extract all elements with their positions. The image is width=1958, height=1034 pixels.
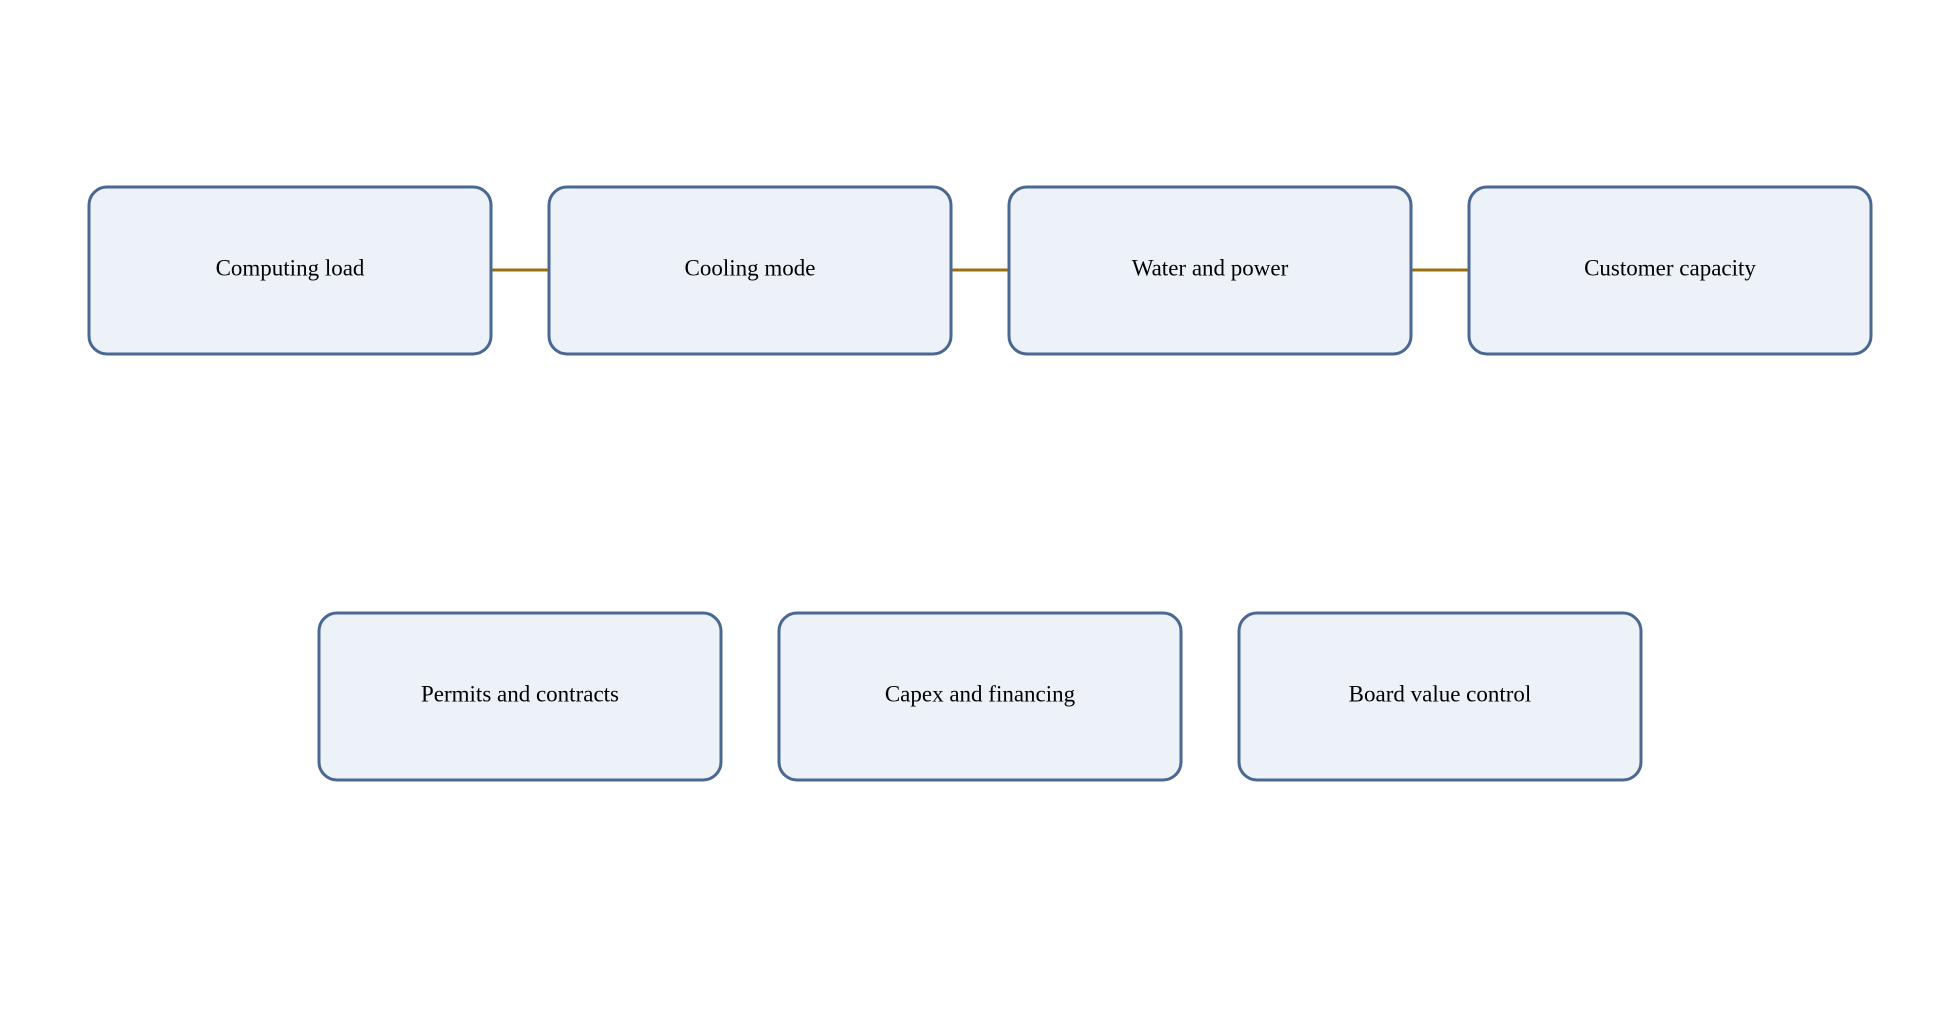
- node-cooling-mode: Cooling mode: [547, 185, 953, 356]
- node-computing-load: Computing load: [87, 185, 493, 356]
- node-water-and-power: Water and power: [1007, 185, 1413, 356]
- node-computing-load-label: Computing load: [216, 255, 365, 280]
- node-permits-and-contracts-label: Permits and contracts: [421, 681, 619, 706]
- node-board-value-control: Board value control: [1237, 611, 1643, 782]
- node-cooling-mode-label: Cooling mode: [685, 255, 816, 280]
- node-permits-and-contracts: Permits and contracts: [317, 611, 723, 782]
- node-capex-and-financing: Capex and financing: [777, 611, 1183, 782]
- node-customer-capacity: Customer capacity: [1467, 185, 1873, 356]
- node-water-and-power-label: Water and power: [1132, 255, 1289, 280]
- node-capex-and-financing-label: Capex and financing: [885, 681, 1076, 706]
- node-board-value-control-label: Board value control: [1349, 681, 1532, 706]
- node-customer-capacity-label: Customer capacity: [1584, 255, 1756, 280]
